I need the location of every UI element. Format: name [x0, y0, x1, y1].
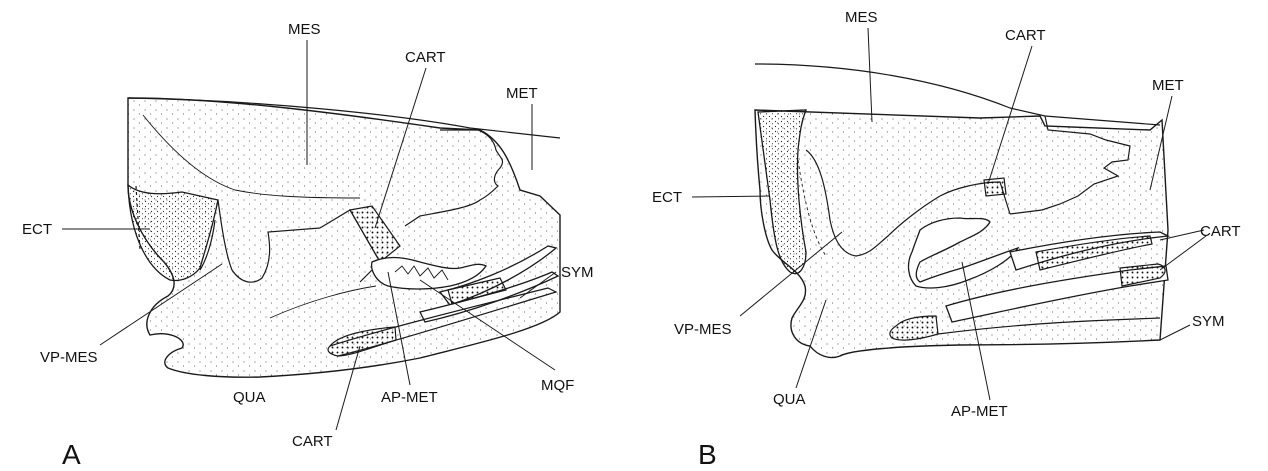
leader-b-mes [868, 28, 872, 122]
label-a-sym: SYM [561, 264, 594, 281]
label-b-vp-mes: VP-MES [674, 321, 732, 338]
label-a-cart-bottom: CART [292, 433, 333, 450]
panel-a [128, 98, 560, 377]
label-a-ap-met: AP-MET [381, 389, 438, 406]
label-a-mqf: MQF [541, 377, 574, 394]
label-a-cart-top: CART [405, 49, 446, 66]
label-a-qua: QUA [233, 389, 266, 406]
label-b-ap-met: AP-MET [951, 403, 1008, 420]
panel-b [755, 64, 1168, 358]
label-b-qua: QUA [773, 391, 806, 408]
label-a-met: MET [506, 85, 538, 102]
label-a-vp-mes: VP-MES [40, 349, 98, 366]
label-a-mes: MES [288, 21, 321, 38]
panel-b-letter: B [698, 439, 717, 470]
label-b-ect: ECT [652, 189, 682, 206]
label-b-cart-right: CART [1200, 223, 1241, 240]
leader-b-ect [692, 196, 770, 197]
label-b-cart-top: CART [1005, 27, 1046, 44]
leader-b-sym [1160, 325, 1190, 340]
label-a-ect: ECT [22, 221, 52, 238]
panel-a-letter: A [62, 439, 81, 470]
panel-b-cart-top [984, 178, 1006, 196]
label-b-sym: SYM [1192, 313, 1225, 330]
label-b-met: MET [1152, 77, 1184, 94]
label-b-mes: MES [845, 9, 878, 26]
